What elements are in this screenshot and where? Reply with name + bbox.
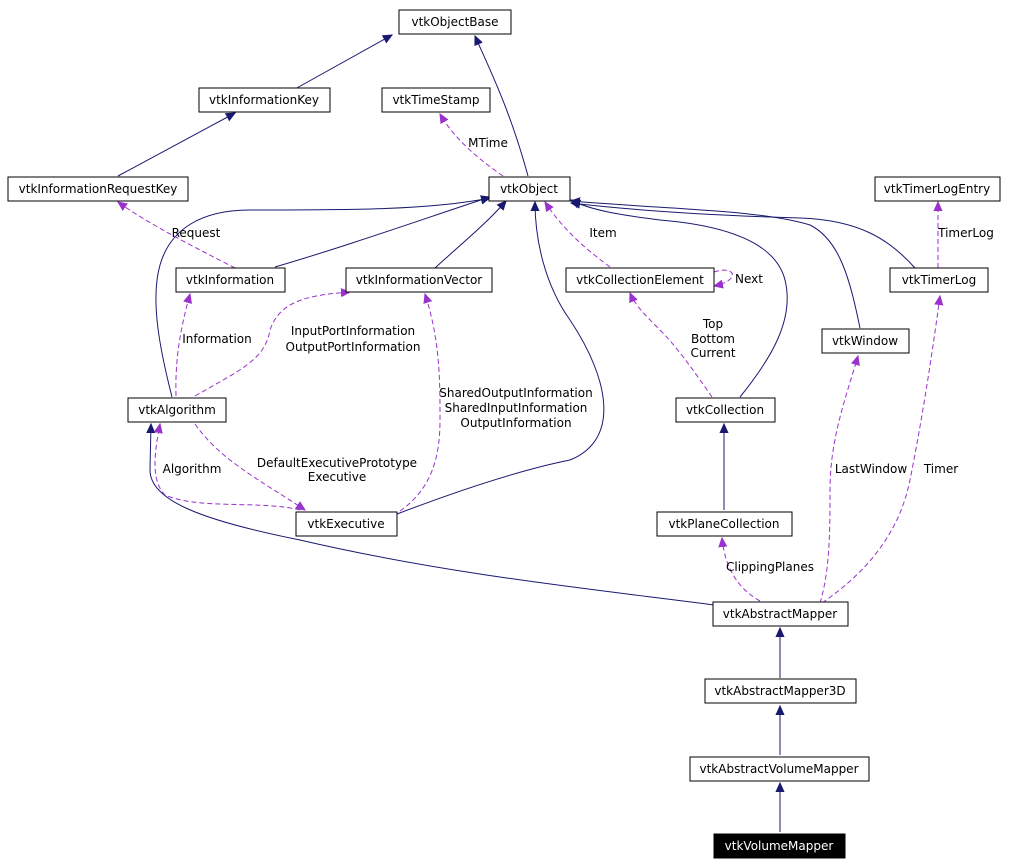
edge-algorithm-information (175, 294, 190, 397)
label-request: Request (172, 226, 221, 240)
label-shared-input-information: SharedInputInformation (445, 401, 588, 415)
node-label: vtkTimeStamp (392, 93, 479, 107)
node-label: vtkInformationKey (209, 93, 319, 107)
node-vtkInformationVector[interactable]: vtkInformationVector (345, 267, 493, 293)
node-vtkExecutive[interactable]: vtkExecutive (295, 511, 398, 537)
label-output-port-information: OutputPortInformation (286, 340, 421, 354)
node-label: vtkAbstractMapper (723, 607, 837, 621)
edge-executive-object (396, 202, 605, 515)
node-label: vtkExecutive (307, 517, 384, 531)
label-mtime: MTime (468, 136, 508, 150)
node-label: vtkInformationRequestKey (19, 182, 178, 196)
node-label: vtkAlgorithm (138, 403, 216, 417)
label-output-information: OutputInformation (460, 416, 571, 430)
node-label: vtkAbstractMapper3D (714, 684, 845, 698)
node-vtkObject[interactable]: vtkObject (488, 176, 571, 202)
class-nodes: vtkObjectBase vtkInformationKey vtkTimeS… (7, 9, 1001, 859)
edge-abstractmapper-planecollection (722, 538, 761, 602)
node-vtkPlaneCollection[interactable]: vtkPlaneCollection (656, 511, 793, 537)
node-label: vtkInformationVector (356, 273, 483, 287)
node-vtkInformation[interactable]: vtkInformation (175, 267, 286, 293)
label-algorithm: Algorithm (163, 462, 222, 476)
edge-algorithm-executive (194, 423, 305, 510)
edge-abstractmapper-timerlog (821, 296, 940, 604)
edge-information-requestkey (118, 202, 236, 269)
edge-object-objectbase (475, 36, 529, 177)
edge-requestkey-informationkey (117, 113, 235, 177)
node-vtkTimerLog[interactable]: vtkTimerLog (889, 267, 989, 293)
node-vtkCollection[interactable]: vtkCollection (675, 397, 776, 423)
label-current: Current (690, 346, 735, 360)
node-label: vtkCollectionElement (576, 273, 704, 287)
label-executive: Executive (308, 470, 366, 484)
label-next: Next (735, 272, 763, 286)
edge-collection-object (571, 200, 788, 398)
node-label: vtkVolumeMapper (725, 839, 834, 853)
node-vtkAbstractMapper3D[interactable]: vtkAbstractMapper3D (704, 678, 857, 704)
edge-infovector-object (434, 201, 506, 269)
edge-executive-infovector (399, 294, 441, 512)
node-label: vtkObject (500, 182, 558, 196)
node-vtkVolumeMapper[interactable]: vtkVolumeMapper (713, 833, 846, 859)
node-label: vtkCollection (686, 403, 764, 417)
node-vtkAlgorithm[interactable]: vtkAlgorithm (127, 397, 227, 423)
label-timerlog: TimerLog (937, 226, 994, 240)
node-vtkObjectBase[interactable]: vtkObjectBase (398, 9, 512, 35)
edge-informationkey-objectbase (294, 35, 392, 90)
node-label: vtkObjectBase (411, 15, 498, 29)
node-vtkInformationKey[interactable]: vtkInformationKey (198, 87, 331, 113)
node-label: vtkWindow (832, 334, 898, 348)
label-item: Item (589, 226, 616, 240)
edge-abstractmapper-object (150, 424, 715, 606)
label-bottom: Bottom (691, 332, 735, 346)
node-vtkWindow[interactable]: vtkWindow (821, 328, 910, 354)
node-label: vtkTimerLog (902, 273, 977, 287)
node-vtkAbstractMapper[interactable]: vtkAbstractMapper (712, 601, 849, 627)
label-input-port-information: InputPortInformation (291, 324, 415, 338)
node-vtkInformationRequestKey[interactable]: vtkInformationRequestKey (7, 176, 189, 202)
edge-object-timestamp (440, 114, 504, 177)
node-vtkTimerLogEntry[interactable]: vtkTimerLogEntry (874, 176, 1001, 202)
edge-labels: MTime Request Item Next TimerLog Informa… (163, 136, 994, 574)
edge-collectionelement-self (714, 269, 733, 286)
label-timer: Timer (923, 462, 958, 476)
node-vtkCollectionElement[interactable]: vtkCollectionElement (565, 267, 715, 293)
edge-abstractmapper-window (819, 356, 858, 604)
edge-information-object (274, 197, 490, 268)
label-information: Information (182, 332, 251, 346)
node-label: vtkAbstractVolumeMapper (699, 762, 858, 776)
label-shared-output-information: SharedOutputInformation (439, 386, 592, 400)
edge-algorithm-infovector (194, 292, 350, 397)
edge-collectionelement-object (545, 202, 611, 268)
edge-executive-algorithm (155, 424, 301, 511)
inheritance-edges (117, 35, 916, 832)
node-label: vtkInformation (186, 273, 274, 287)
label-clipping-planes: ClippingPlanes (726, 560, 814, 574)
node-vtkAbstractVolumeMapper[interactable]: vtkAbstractVolumeMapper (689, 756, 870, 782)
label-last-window: LastWindow (835, 462, 907, 476)
usage-edges (118, 114, 940, 604)
edge-algorithm-object (155, 198, 490, 398)
edge-timerlog-object (571, 203, 916, 269)
node-label: vtkTimerLogEntry (884, 182, 990, 196)
edge-collection-collectionelement (630, 293, 713, 398)
node-label: vtkPlaneCollection (668, 517, 779, 531)
label-default-executive-prototype: DefaultExecutivePrototype (257, 456, 417, 470)
edge-window-object (571, 201, 861, 329)
node-vtkTimeStamp[interactable]: vtkTimeStamp (381, 87, 491, 113)
label-top: Top (702, 317, 723, 331)
